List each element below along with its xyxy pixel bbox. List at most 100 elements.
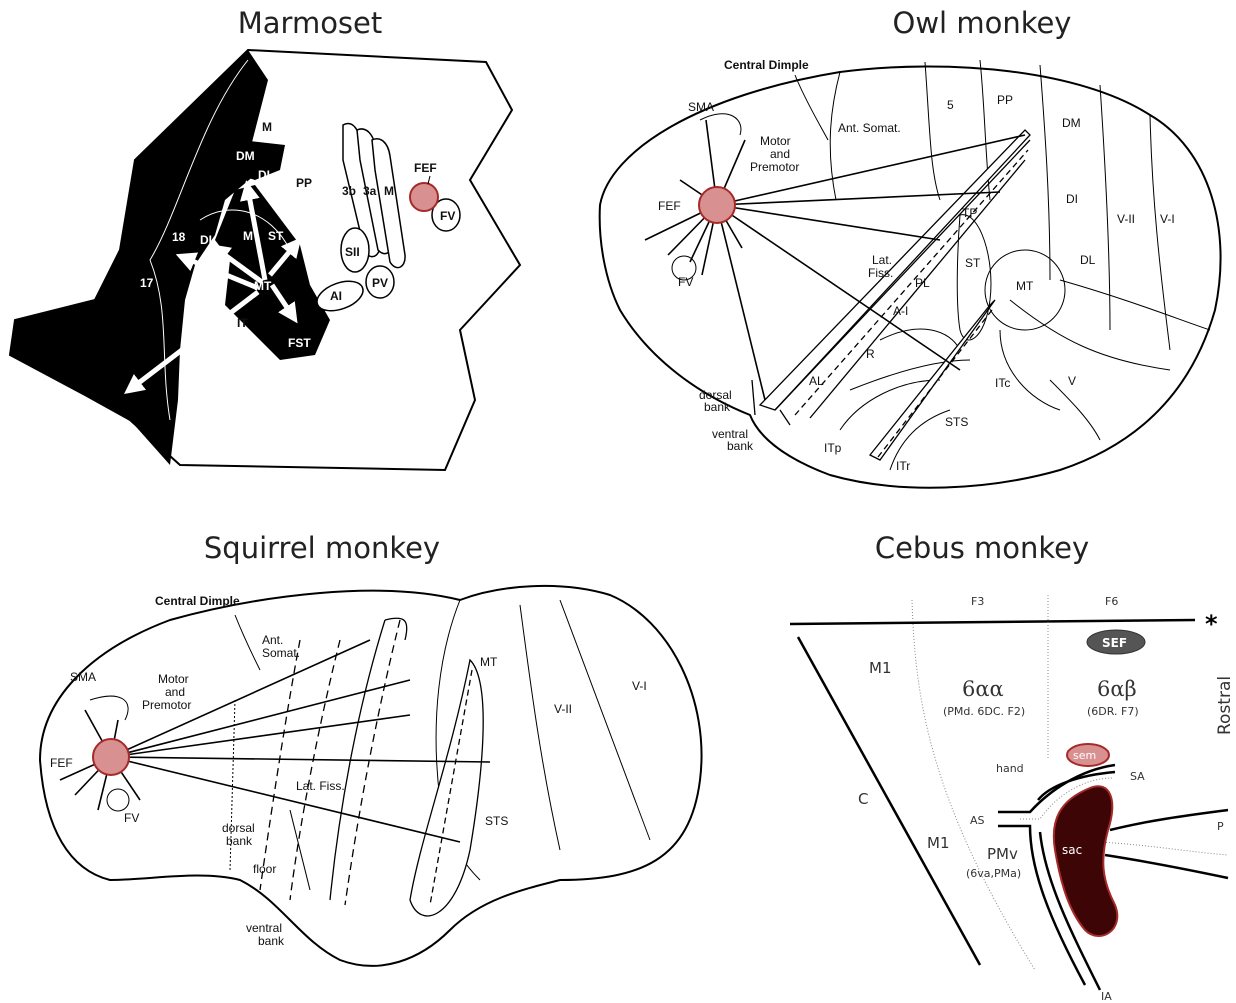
- label-hand: hand: [996, 762, 1024, 775]
- label-r: R: [866, 347, 875, 361]
- label-dorsal: dorsal: [222, 821, 255, 835]
- label-tp: TP: [962, 206, 977, 220]
- squirrel-panel: Central Dimple Ant. Somat. SMA Motor and…: [40, 586, 702, 966]
- label-dm: DM: [1062, 116, 1081, 130]
- label-ai: AI: [330, 289, 342, 303]
- label-3a: 3a: [363, 184, 377, 198]
- label-premotor: Premotor: [142, 698, 191, 712]
- cebus-principal-dots: [1100, 842, 1228, 855]
- squirrel-fef-highlight: [93, 739, 129, 775]
- label-mt: MT: [254, 279, 272, 293]
- label-mt-m: M: [243, 229, 253, 243]
- label-central-dimple: Central Dimple: [724, 58, 809, 72]
- label-v-ii: V-II: [554, 702, 572, 716]
- label-mt: MT: [1016, 279, 1034, 293]
- label-st: ST: [965, 256, 981, 270]
- label-fiss: Fiss.: [868, 266, 893, 280]
- label-star: *: [1205, 610, 1218, 638]
- label-5: 5: [947, 98, 954, 112]
- label-sac: sac: [1062, 843, 1082, 857]
- label-sts: STS: [945, 415, 968, 429]
- owl-fef-highlight: [699, 187, 735, 223]
- label-p: P: [1217, 820, 1224, 833]
- label-bank-2: bank: [727, 439, 754, 453]
- label-18: 18: [172, 230, 186, 244]
- label-pmv-sub: (6va,PMa): [966, 867, 1021, 880]
- label-di: DI: [258, 168, 270, 182]
- cebus-central-sulcus: [798, 637, 980, 965]
- label-pp: PP: [997, 93, 1013, 107]
- label-ventral: ventral: [246, 921, 282, 935]
- label-motor: Motor: [760, 134, 791, 148]
- label-premotor: Premotor: [750, 160, 799, 174]
- marmoset-fef-highlight: [410, 183, 438, 211]
- label-m1-bottom: M1: [927, 834, 950, 852]
- label-and: and: [770, 147, 790, 161]
- label-sem: sem: [1073, 749, 1096, 762]
- label-v-i: V-I: [632, 679, 647, 693]
- label-ia: IA: [1101, 990, 1112, 1003]
- label-sma: SMA: [70, 670, 96, 684]
- label-fef: FEF: [658, 199, 681, 213]
- label-itp: ITp: [824, 441, 842, 455]
- label-lat-fiss: Lat. Fiss.: [296, 779, 345, 793]
- owl-panel: Central Dimple SMA Motor and Premotor An…: [600, 58, 1221, 488]
- label-itr: ITr: [896, 459, 910, 473]
- label-pl: PL: [915, 276, 930, 290]
- label-v-i: V-I: [1160, 212, 1175, 226]
- label-fv: FV: [124, 811, 139, 825]
- label-bank-2: bank: [258, 934, 285, 948]
- label-dm: DM: [236, 149, 255, 163]
- label-m1-top: M1: [869, 659, 892, 677]
- label-bank-1: bank: [704, 400, 731, 414]
- label-and: and: [165, 685, 185, 699]
- label-mt: MT: [480, 655, 498, 669]
- label-dl: DL: [1080, 253, 1096, 267]
- label-rostral: Rostral: [1215, 676, 1235, 735]
- label-fef: FEF: [414, 161, 437, 175]
- label-ant: Ant.: [262, 633, 283, 647]
- label-v-ii: V-II: [1117, 212, 1135, 226]
- label-sef: SEF: [1102, 636, 1127, 650]
- label-fst: FST: [288, 336, 311, 350]
- label-sii: SII: [345, 245, 360, 259]
- label-st: ST: [268, 229, 284, 243]
- label-6aa: 6αα: [962, 677, 1004, 701]
- label-pp: PP: [296, 176, 312, 190]
- cebus-boundary-m1: [912, 600, 1035, 970]
- cebus-midline: [790, 620, 1195, 624]
- label-di: DI: [1066, 192, 1078, 206]
- label-somat: Somat.: [262, 646, 300, 660]
- label-lat: Lat.: [872, 253, 892, 267]
- label-m-strip: M: [384, 184, 394, 198]
- label-v: V: [1068, 374, 1076, 388]
- label-pv: PV: [372, 276, 388, 290]
- label-motor: Motor: [158, 672, 189, 686]
- label-f6: F6: [1105, 595, 1118, 608]
- label-6ab: 6αβ: [1097, 677, 1137, 701]
- label-m: M: [262, 120, 272, 134]
- marmoset-panel: M DM DI PP FEF FV 3b 3a M 18 DL M ST MT …: [10, 50, 520, 470]
- label-dl: DL: [200, 233, 216, 247]
- squirrel-outline: [40, 586, 702, 966]
- label-floor: floor: [253, 862, 276, 876]
- label-17: 17: [140, 276, 154, 290]
- label-itc: ITc: [995, 376, 1010, 390]
- label-fef: FEF: [50, 756, 73, 770]
- label-al: AL: [809, 374, 824, 388]
- label-sma: SMA: [688, 100, 714, 114]
- label-c: C: [858, 790, 868, 808]
- label-sa: SA: [1130, 770, 1145, 783]
- label-fv: FV: [678, 275, 693, 289]
- label-6dr: (6DR. F7): [1087, 705, 1139, 718]
- cebus-labels: F3 F6 * SEF M1 6αα 6αβ (PMd. 6DC. F2) (6…: [858, 595, 1235, 1003]
- label-as: AS: [970, 814, 985, 827]
- label-3b: 3b: [342, 184, 356, 198]
- label-central-dimple: Central Dimple: [155, 594, 240, 608]
- label-ant-somat: Ant. Somat.: [838, 121, 901, 135]
- cebus-panel: F3 F6 * SEF M1 6αα 6αβ (PMd. 6DC. F2) (6…: [790, 595, 1235, 1003]
- label-a-i: A-I: [893, 304, 908, 318]
- cebus-principal-lower: [1105, 855, 1228, 878]
- label-fv: FV: [440, 209, 455, 223]
- label-it: IT: [237, 316, 248, 330]
